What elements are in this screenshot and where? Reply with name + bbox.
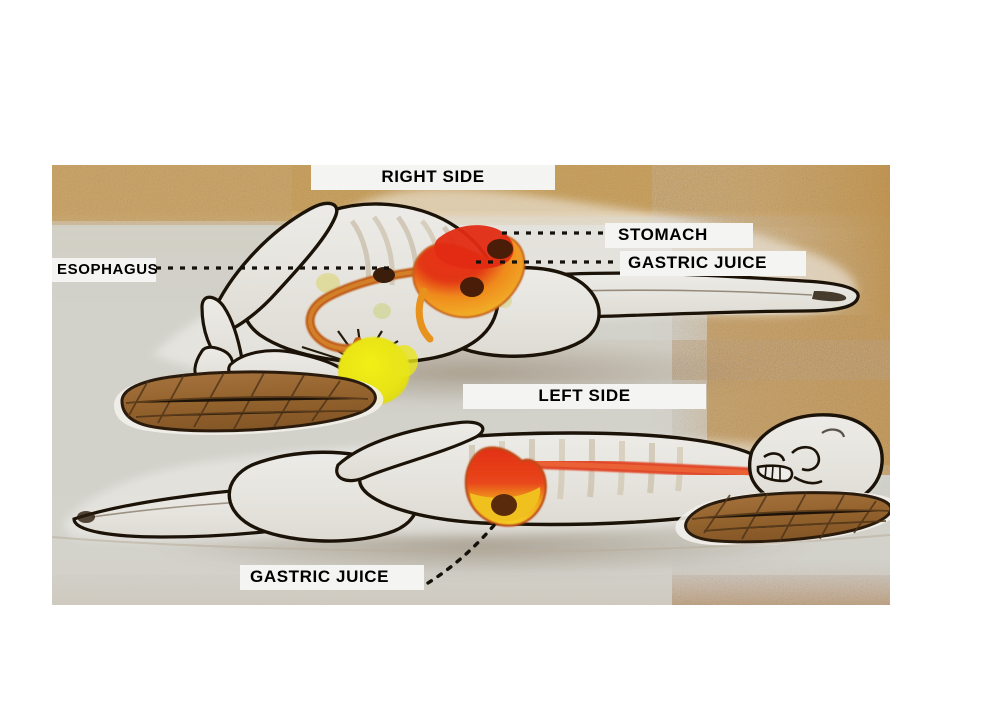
bottom-figure-nose [791,445,821,472]
bottom-figure-head [747,413,884,511]
top-figure-feet [812,291,847,302]
bottom-figure-teeth [764,465,781,481]
label-gastric-juice-top: GASTRIC JUICE [620,251,806,276]
top-figure-stomach-dot-lower [460,277,484,297]
label-gastric-juice-bottom: GASTRIC JUICE [240,565,424,590]
top-figure-stomach-reflux [434,225,514,270]
label-stomach: STOMACH [605,223,753,248]
bottom-figure-chin-line [763,452,786,462]
bottom-figure-arm [335,420,485,483]
top-figure-pillow-stripes [125,372,369,430]
bottom-figure-pillow-stripes [691,492,890,542]
label-right-side: RIGHT SIDE [311,165,555,190]
leader-lines [156,231,628,585]
sand-flank-left [52,165,292,221]
top-figure-sphincter-dot [373,267,395,283]
bottom-figure-stomach-dot [491,494,517,516]
top-figure-stomach-dot-upper [487,239,513,259]
leader-gastric-juice-bottom [426,521,498,585]
label-left-side: LEFT SIDE [463,384,706,409]
bottom-figure-feet [77,511,95,523]
figure-left-side [52,413,890,553]
label-esophagus: ESOPHAGUS [52,258,158,282]
